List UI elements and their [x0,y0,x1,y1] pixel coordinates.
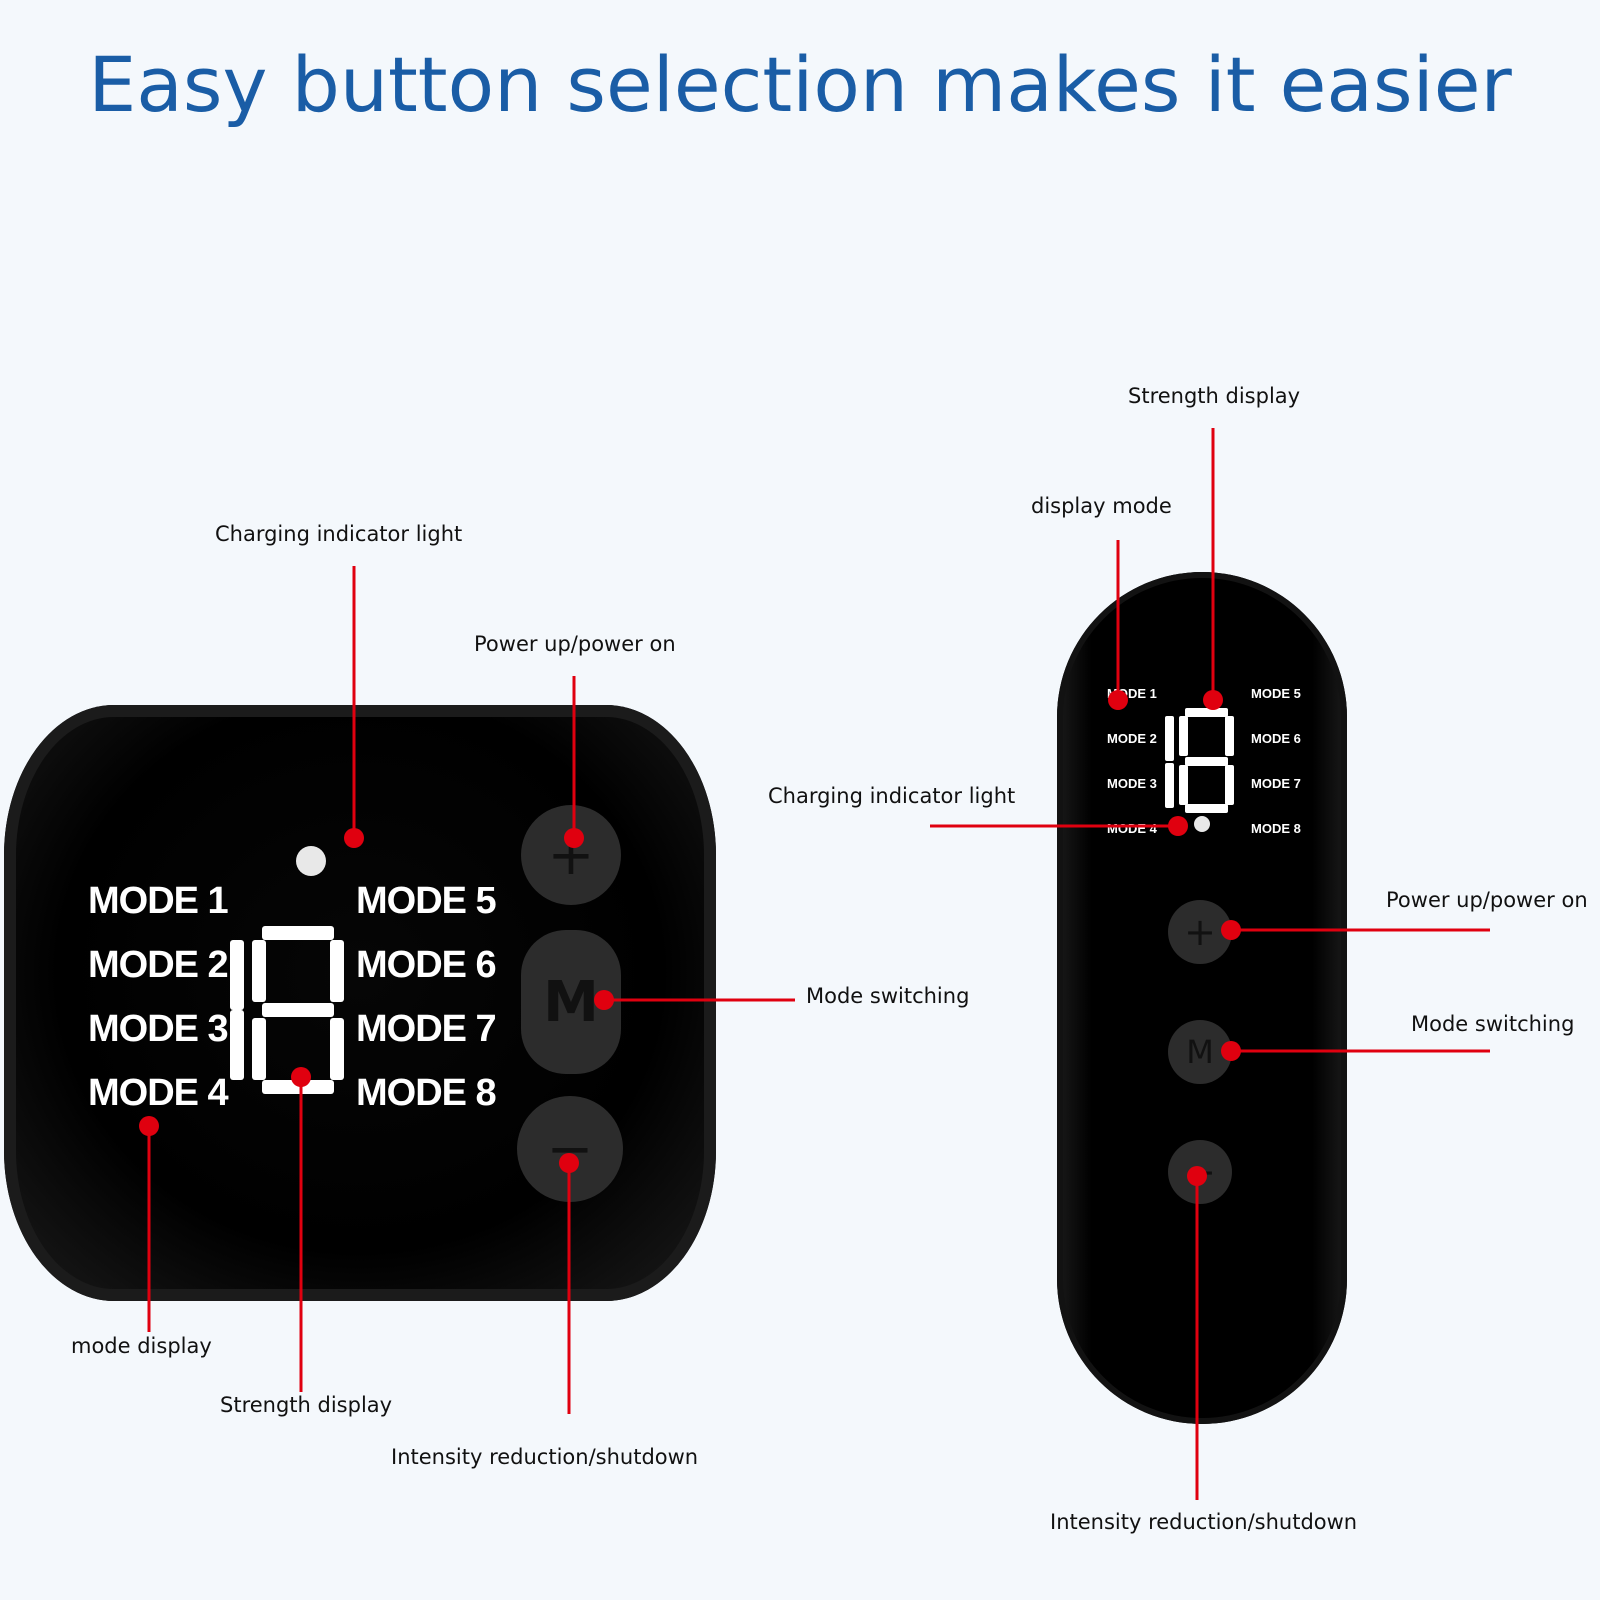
plus-icon: + [1184,910,1216,954]
charging-indicator-led [1194,816,1210,832]
mode-label: MODE 1 [1107,686,1157,701]
mode-label: MODE 6 [1251,731,1301,746]
mode-label: MODE 2 [88,944,229,986]
right-minus-button[interactable]: − [1168,1140,1232,1204]
minus-icon: − [546,1116,594,1182]
label-power-up: Power up/power on [474,632,676,656]
label-intensity-reduction: Intensity reduction/shutdown [391,1445,699,1469]
label-intensity-reduction: Intensity reduction/shutdown [1050,1510,1358,1534]
label-mode-display: mode display [71,1334,212,1358]
mode-label: MODE 4 [1107,821,1157,836]
page-title: Easy button selection makes it easier [88,40,1512,129]
plus-icon: + [547,822,595,888]
left-mode-button[interactable]: M [521,930,621,1074]
label-power-up: Power up/power on [1386,888,1588,912]
mode-label: MODE 2 [1107,731,1157,746]
mode-label: MODE 3 [88,1008,229,1050]
label-strength-display: Strength display [1128,384,1301,408]
right-device-body [1057,572,1347,1424]
right-plus-button[interactable]: + [1168,900,1232,964]
left-plus-button[interactable]: + [521,805,621,905]
mode-label: MODE 5 [356,880,497,922]
minus-icon: − [1184,1150,1216,1194]
label-charging-indicator: Charging indicator light [768,784,1016,808]
right-mode-button[interactable]: M [1168,1020,1232,1084]
m-icon: M [543,969,599,1035]
label-mode-switching: Mode switching [806,984,970,1008]
mode-label: MODE 4 [88,1072,229,1114]
label-strength-display: Strength display [220,1393,393,1417]
mode-label: MODE 1 [88,880,229,922]
mode-label: MODE 8 [1251,821,1301,836]
mode-label: MODE 3 [1107,776,1157,791]
label-display-mode: display mode [1031,494,1172,518]
charging-indicator-led [296,846,326,876]
mode-label: MODE 7 [1251,776,1301,791]
mode-label: MODE 7 [356,1008,497,1050]
mode-label: MODE 5 [1251,686,1301,701]
label-mode-switching: Mode switching [1411,1012,1575,1036]
mode-label: MODE 8 [356,1072,497,1114]
m-icon: M [1186,1033,1214,1071]
left-minus-button[interactable]: − [517,1096,623,1202]
mode-label: MODE 6 [356,944,497,986]
label-charging-indicator: Charging indicator light [215,522,463,546]
